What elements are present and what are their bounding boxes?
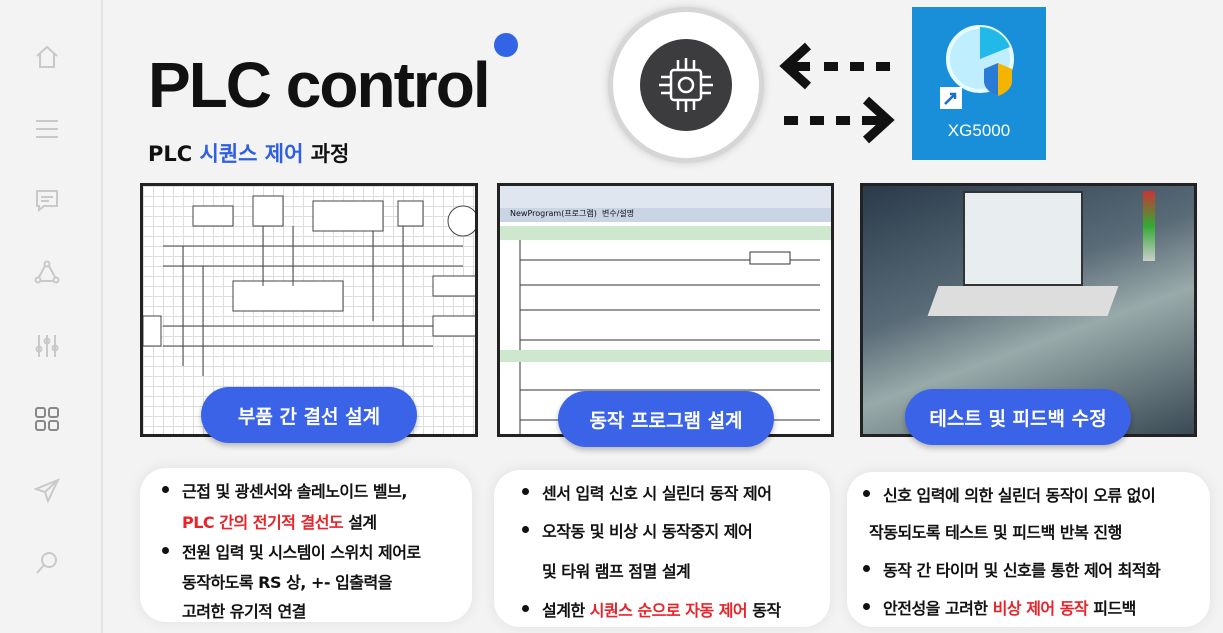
program-design-button[interactable]: 동작 프로그램 설계 <box>558 391 774 447</box>
description-line: 동작 간 타이머 및 신호를 통한 제어 최적화 <box>883 561 1161 580</box>
line-text: 설계 <box>343 513 377 532</box>
description-line: 작동되도록 테스트 및 피드백 반복 진행 <box>869 523 1122 542</box>
description-line: 전원 입력 및 시스템이 스위치 제어로 <box>182 543 421 562</box>
grid-icon[interactable] <box>34 406 60 432</box>
sliders-icon[interactable] <box>34 333 60 359</box>
program-tab: NewProgram(프로그램) <box>510 209 597 218</box>
subtitle-post: 과정 <box>303 142 350 166</box>
line-text: 설계한 <box>542 601 590 620</box>
chat-icon[interactable] <box>34 188 60 214</box>
subtitle-highlight: 시퀀스 제어 <box>199 142 304 166</box>
network-icon[interactable] <box>34 260 60 286</box>
highlight-text: 시퀀스 순으로 자동 제어 <box>589 601 748 620</box>
description-line: 안전성을 고려한 비상 제어 동작 피드백 <box>883 595 1136 619</box>
wiring-design-button[interactable]: 부품 간 결선 설계 <box>201 387 417 443</box>
line-text: 피드백 <box>1088 599 1136 618</box>
line-text: 동작 <box>747 601 781 620</box>
description-line: 고려한 유기적 연결 <box>182 602 306 621</box>
chip-icon <box>608 7 764 163</box>
line-text: 안전성을 고려한 <box>883 599 993 618</box>
description-line: 설계한 시퀀스 순으로 자동 제어 동작 <box>542 597 781 621</box>
test-description-card: 신호 입력에 의한 실린더 동작이 오류 없이 작동되도록 테스트 및 피드백 … <box>847 472 1210 627</box>
description-line: 센서 입력 신호 시 실린더 동작 제어 <box>542 484 772 503</box>
xg5000-app-icon <box>940 25 1014 109</box>
wiring-description-card: 근접 및 광센서와 솔레노이드 벨브, PLC 간의 전기적 결선도 설계 전원… <box>140 468 472 622</box>
xg5000-shortcut[interactable]: XG5000 <box>912 7 1046 160</box>
description-line: 신호 입력에 의한 실린더 동작이 오류 없이 <box>883 486 1156 505</box>
subtitle-pre: PLC <box>148 142 200 166</box>
description-line: 동작하도록 RS 상, +- 입출력을 <box>182 573 392 592</box>
send-icon[interactable] <box>33 478 61 504</box>
description-line: 및 타워 램프 점멸 설계 <box>542 562 691 581</box>
accent-dot <box>494 33 518 57</box>
description-line: 오작동 및 비상 시 동작중지 제어 <box>542 522 753 541</box>
sidebar <box>0 0 103 633</box>
variables-tab: 변수/설명 <box>601 209 635 218</box>
description-line: PLC 간의 전기적 결선도 설계 <box>182 509 377 533</box>
page-subtitle: PLC 시퀀스 제어 과정 <box>148 138 349 168</box>
search-icon[interactable] <box>34 550 60 576</box>
home-icon[interactable] <box>34 44 60 70</box>
description-line: 근접 및 광센서와 솔레노이드 벨브, <box>182 482 407 501</box>
menu-icon[interactable] <box>34 116 60 142</box>
exchange-arrows-icon <box>779 42 895 144</box>
highlight-text: 비상 제어 동작 <box>992 599 1089 618</box>
highlight-text: PLC 간의 전기적 결선도 <box>182 513 344 532</box>
test-feedback-button[interactable]: 테스트 및 피드백 수정 <box>905 389 1131 445</box>
program-description-card: 센서 입력 신호 시 실린더 동작 제어 오작동 및 비상 시 동작중지 제어 … <box>494 470 830 627</box>
page-title: PLC control <box>148 49 491 121</box>
xg5000-label: XG5000 <box>947 121 1011 140</box>
